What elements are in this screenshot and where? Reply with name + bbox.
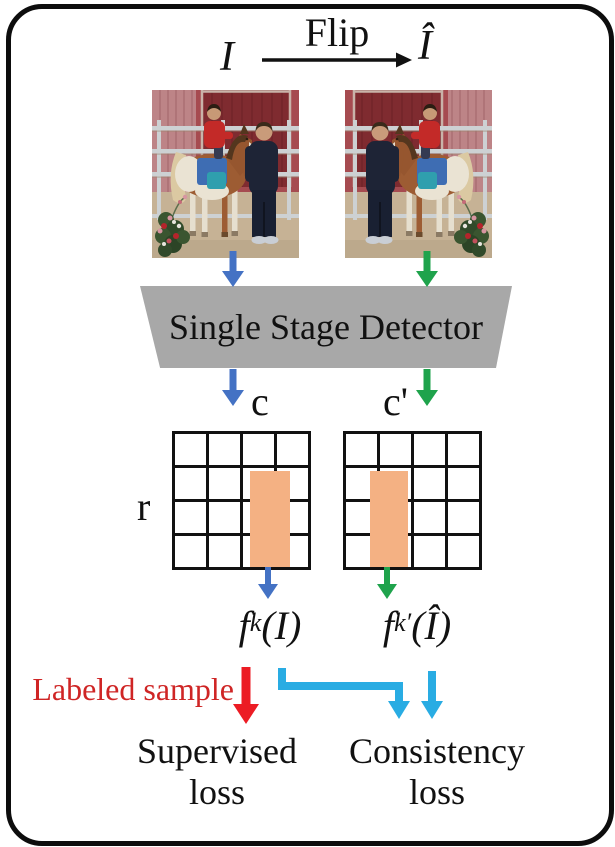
formula-superscript: k xyxy=(249,608,262,637)
grid-cell xyxy=(413,467,446,500)
grid-cell xyxy=(208,467,241,500)
formula-base: f xyxy=(238,603,250,648)
activation-region-original xyxy=(250,471,290,567)
consistency-loss-line1: Consistency xyxy=(349,731,525,771)
feature-grid-original xyxy=(172,431,311,570)
col-label-original: c xyxy=(251,379,269,424)
output-formula-original: fk(I) xyxy=(205,606,335,646)
grid-cell xyxy=(413,535,446,567)
grid-cell xyxy=(175,501,207,534)
grid-cell xyxy=(413,434,446,466)
flipped-image-symbol: Î xyxy=(418,23,432,69)
formula-superscript: k′ xyxy=(393,608,412,637)
photo-flipped xyxy=(345,90,492,258)
grid-cell xyxy=(447,535,479,567)
grid-cell xyxy=(379,434,412,466)
photo-original xyxy=(152,90,299,258)
grid-cell xyxy=(208,434,241,466)
supervised-loss-line1: Supervised xyxy=(137,731,297,771)
grid-cell xyxy=(208,501,241,534)
col-label-flipped: c' xyxy=(383,379,408,424)
grid-cell xyxy=(413,501,446,534)
supervised-loss-line2: loss xyxy=(188,772,246,812)
labeled-sample-label: Labeled sample xyxy=(32,671,234,707)
activation-region-flipped xyxy=(370,471,408,567)
grid-cell xyxy=(447,501,479,534)
formula-argument: (I) xyxy=(261,603,302,648)
grid-cell xyxy=(175,467,207,500)
consistency-loss-line2: loss xyxy=(408,772,466,812)
supervised-loss-label: Supervised loss xyxy=(110,731,324,813)
grid-cell xyxy=(242,434,275,466)
grid-cells-flipped xyxy=(346,434,479,567)
input-image-symbol: I xyxy=(220,34,234,80)
grid-cell xyxy=(175,434,207,466)
feature-grid-flipped xyxy=(343,431,482,570)
row-label: r xyxy=(137,484,151,529)
grid-cell xyxy=(276,434,308,466)
grid-cell xyxy=(175,535,207,567)
grid-cell xyxy=(208,535,241,567)
formula-argument: (Î) xyxy=(411,603,452,648)
grid-cells-original xyxy=(175,434,308,567)
grid-cell xyxy=(346,434,378,466)
single-stage-detector-block: Single Stage Detector xyxy=(140,286,512,368)
grid-cell xyxy=(447,467,479,500)
figure-border xyxy=(6,4,614,846)
output-formula-flipped: fk′(Î) xyxy=(352,606,482,646)
grid-cell xyxy=(447,434,479,466)
consistency-loss-label: Consistency loss xyxy=(330,731,544,813)
formula-base: f xyxy=(382,603,394,648)
flip-label: Flip xyxy=(304,10,370,55)
detector-label: Single Stage Detector xyxy=(169,307,483,347)
